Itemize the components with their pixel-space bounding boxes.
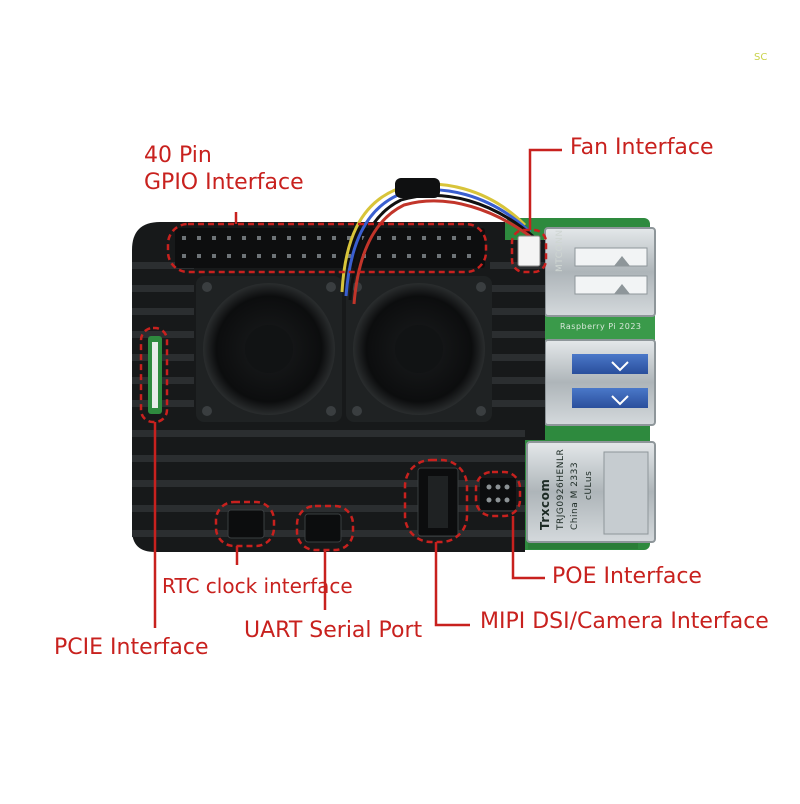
cooling-fan-right: [346, 276, 492, 422]
fan-cable: [340, 178, 541, 305]
poe-callout: POE Interface: [552, 564, 702, 589]
gpio-header: [175, 228, 485, 268]
pcie-slot: [148, 336, 162, 414]
usb-brand-marking: MTCONN: [555, 229, 565, 272]
usb2-port: [544, 227, 656, 317]
uart-callout: UART Serial Port: [244, 618, 423, 643]
rtc-callout: RTC clock interface: [162, 574, 353, 598]
mipi-connector: [417, 467, 459, 537]
jack-brand-marking: Trxcom: [538, 478, 552, 530]
ethernet-jack: [526, 441, 656, 543]
uart-connector: [304, 513, 342, 543]
mipi-highlight: [403, 458, 469, 544]
gpio-highlight: [166, 222, 488, 274]
cooling-fan-left: [196, 276, 342, 422]
rtc-highlight: [214, 500, 276, 548]
fan-callout: Fan Interface: [570, 135, 714, 160]
jack-part-marking: TRJG0926HENLR: [556, 448, 566, 530]
gpio-callout-line1: 40 Pin: [144, 143, 212, 168]
leader-lines: [153, 148, 562, 628]
gpio-callout-line2: GPIO Interface: [144, 170, 304, 195]
usb3-port: [544, 339, 656, 426]
rtc-connector: [227, 509, 265, 539]
poe-header: [480, 478, 516, 510]
watermark: SC: [754, 52, 768, 63]
jack-cert-marking: cULus: [584, 470, 594, 500]
poe-highlight: [474, 470, 522, 518]
mipi-callout: MIPI DSI/Camera Interface: [480, 609, 769, 634]
pcie-callout: PCIE Interface: [54, 635, 209, 660]
board-marking: Raspberry Pi 2023: [560, 322, 642, 331]
jack-origin-marking: China M 2333: [570, 461, 580, 530]
